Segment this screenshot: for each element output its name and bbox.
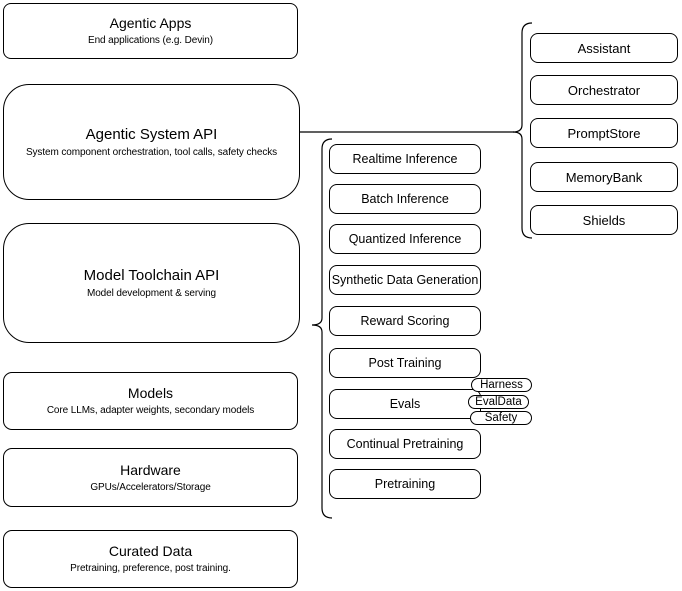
node-post-training: Post Training [329,348,481,378]
node-orchestrator: Orchestrator [530,75,678,105]
node-title: Agentic System API [85,125,218,143]
node-batch-inference: Batch Inference [329,184,481,214]
node-label: Batch Inference [361,192,449,206]
node-label: Orchestrator [567,82,641,98]
node-title: Models [127,385,174,401]
node-subtitle: Model development & serving [86,287,217,299]
node-subtitle: GPUs/Accelerators/Storage [90,481,211,493]
node-hardware: Hardware GPUs/Accelerators/Storage [3,448,298,507]
node-label: Pretraining [374,477,436,491]
node-subtitle: End applications (e.g. Devin) [88,35,213,46]
node-label: Synthetic Data Generation [331,273,479,287]
pill-safety: Safety [470,411,532,425]
node-label: Post Training [368,356,442,370]
node-synthetic-data-generation: Synthetic Data Generation [329,265,481,295]
node-label: Continual Pretraining [346,437,464,451]
node-title: Curated Data [108,543,193,559]
node-memorybank: MemoryBank [530,162,678,192]
node-label: Shields [582,212,626,228]
node-subtitle: System component orchestration, tool cal… [25,146,278,158]
node-label: Evals [389,397,421,411]
middle-column-brace [311,138,333,519]
node-label: PromptStore [567,125,641,141]
node-label: Assistant [577,40,631,56]
node-label: Quantized Inference [348,232,462,246]
node-curated-data: Curated Data Pretraining, preference, po… [3,530,298,588]
pill-label: Safety [484,412,518,424]
node-label: Reward Scoring [360,314,450,328]
node-pretraining: Pretraining [329,469,481,499]
node-reward-scoring: Reward Scoring [329,306,481,336]
pill-harness: Harness [471,378,532,392]
node-label: Realtime Inference [352,152,458,166]
node-subtitle: Pretraining, preference, post training. [70,563,231,574]
node-continual-pretraining: Continual Pretraining [329,429,481,459]
node-title: Agentic Apps [109,15,192,31]
node-evals: Evals [329,389,481,419]
pill-label: Harness [480,379,523,391]
node-model-toolchain-api: Model Toolchain API Model development & … [3,223,300,343]
node-label: MemoryBank [565,169,643,185]
node-agentic-system-api: Agentic System API System component orch… [3,84,300,200]
node-models: Models Core LLMs, adapter weights, secon… [3,372,298,430]
node-title: Model Toolchain API [83,266,220,284]
node-subtitle: Core LLMs, adapter weights, secondary mo… [46,405,255,416]
node-realtime-inference: Realtime Inference [329,144,481,174]
node-agentic-apps: Agentic Apps End applications (e.g. Devi… [3,3,298,59]
right-column-brace [512,22,533,239]
node-shields: Shields [530,205,678,235]
node-assistant: Assistant [530,33,678,63]
node-quantized-inference: Quantized Inference [329,224,481,254]
pill-label: EvalData [475,396,522,408]
node-title: Hardware [120,461,181,478]
pill-evaldata: EvalData [468,395,529,409]
node-promptstore: PromptStore [530,118,678,148]
